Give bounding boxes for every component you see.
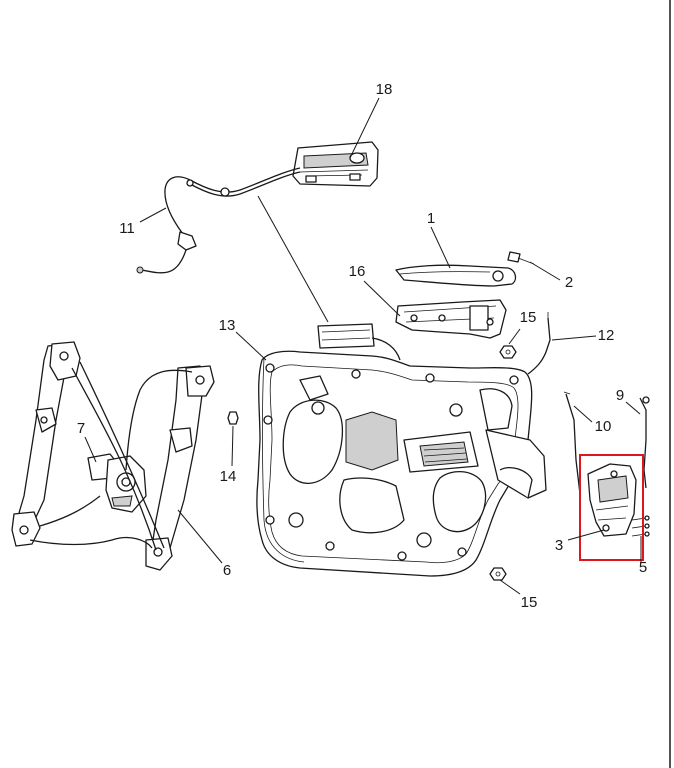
- regulator-cables: [29, 361, 193, 551]
- callout-9: 9: [616, 387, 624, 404]
- part-3-door-latch: [587, 463, 637, 537]
- part-2-screw: [507, 251, 535, 265]
- callout-5: 5: [639, 559, 647, 576]
- callout-1: 1: [427, 210, 435, 227]
- callout-7: 7: [77, 420, 85, 437]
- callout-16: 16: [349, 263, 366, 280]
- part-9-rod: [639, 396, 650, 489]
- leader-lines: [84, 97, 642, 595]
- regulator-left-rail: [11, 341, 81, 547]
- part-10-link-rod: [563, 391, 581, 495]
- part-16-handle-bracket: [395, 299, 507, 339]
- callout-labels: 18 1 2 16 11 13 15 12 9 10 7 14 3 5 6 15: [77, 81, 647, 611]
- highlight-box: [579, 454, 644, 561]
- callout-6: 6: [223, 562, 231, 579]
- callout-15-upper: 15: [520, 309, 537, 326]
- part-6-regulator-right-rail: [145, 365, 215, 571]
- part-12-lock-rod: [527, 312, 551, 375]
- callout-13: 13: [219, 317, 236, 334]
- callout-15-lower: 15: [521, 594, 538, 611]
- part-5-latch-screws: [631, 515, 650, 537]
- part-7-window-motor: [87, 453, 147, 513]
- callout-2: 2: [565, 274, 573, 291]
- part-13-door-module-panel: [256, 323, 547, 577]
- callout-11: 11: [119, 220, 135, 237]
- callout-18: 18: [376, 81, 393, 98]
- part-1-exterior-handle: [395, 264, 517, 287]
- part-14-nut: [227, 411, 239, 425]
- callout-12: 12: [598, 327, 615, 344]
- part-18-interior-handle: [292, 141, 379, 187]
- callout-14: 14: [220, 468, 237, 485]
- callout-3: 3: [555, 537, 563, 554]
- part-15-nut-upper: [499, 345, 517, 359]
- callout-10: 10: [595, 418, 612, 435]
- part-11-handle-cable: [136, 167, 301, 274]
- part-15-nut-lower: [489, 567, 507, 581]
